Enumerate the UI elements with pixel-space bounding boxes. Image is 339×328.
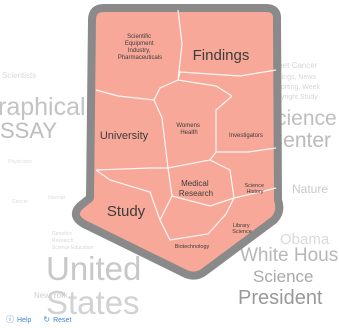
cell-line: Research	[179, 189, 213, 198]
cell-library-science[interactable]: Library Science	[232, 223, 252, 235]
cell-line: Industry,	[128, 48, 151, 54]
cell-line: Science	[244, 183, 264, 189]
cell-line: History	[246, 189, 263, 195]
cell-labels: Scientific Equipment Industry, Pharmaceu…	[100, 34, 265, 250]
cell-line: Medical	[181, 179, 209, 188]
cell-study[interactable]: Study	[107, 203, 146, 220]
cell-line: Equipment	[125, 41, 154, 47]
cell-line: Library	[233, 223, 250, 229]
cell-line: Pharmaceuticals	[118, 55, 162, 61]
cell-line: Scientific	[127, 34, 151, 40]
cell-womens-health[interactable]: Womens Health	[176, 123, 201, 136]
cell-borders	[95, 9, 277, 241]
cell-science-history[interactable]: Science History	[244, 183, 265, 195]
cell-biotechnology[interactable]: Biotechnology	[175, 244, 210, 250]
controls-bar: ⓘ Help ↻ Reset	[6, 314, 71, 326]
cell-line: Health	[180, 130, 197, 136]
cell-medical-research[interactable]: Medical Research	[179, 179, 213, 198]
reset-label: Reset	[53, 316, 72, 324]
cell-investigators[interactable]: Investigators	[229, 133, 263, 139]
reset-icon: ↻	[43, 315, 51, 324]
help-icon: ⓘ	[6, 315, 14, 324]
cell-university[interactable]: University	[100, 130, 149, 142]
cell-line: Science	[232, 229, 252, 235]
cell-findings[interactable]: Findings	[193, 47, 250, 64]
cell-line: Womens	[176, 123, 200, 129]
reset-button[interactable]: ↻ Reset	[43, 314, 71, 326]
cell-scientific-equipment[interactable]: Scientific Equipment Industry, Pharmaceu…	[118, 34, 162, 61]
help-button[interactable]: ⓘ Help	[6, 314, 31, 326]
help-label: Help	[17, 316, 32, 324]
